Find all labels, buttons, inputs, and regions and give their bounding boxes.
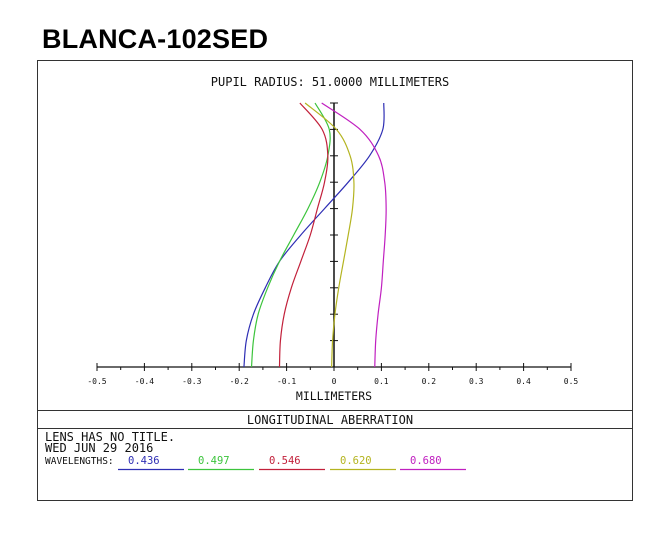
page-title: BLANCA-102SED: [42, 24, 269, 54]
series-line-0.497: [250, 102, 331, 368]
plot-name: LONGITUDINAL ABERRATION: [247, 413, 413, 427]
date: WED JUN 29 2016: [45, 441, 153, 455]
chart-title: PUPIL RADIUS: 51.0000 MILLIMETERS: [211, 75, 449, 89]
series-line-0.620: [304, 102, 355, 368]
series-line-0.436: [243, 102, 385, 368]
x-tick-label: -0.4: [135, 377, 154, 386]
legend-label: 0.436: [128, 455, 160, 467]
lens-title: LENS HAS NO TITLE.: [45, 430, 175, 444]
x-tick-label: -0.5: [87, 377, 106, 386]
legend-label: 0.680: [410, 455, 442, 467]
legend-label: 0.546: [269, 455, 301, 467]
x-tick-label: 0.2: [422, 377, 437, 386]
wavelengths-label: WAVELENGTHS:: [45, 456, 114, 467]
x-tick-label: 0: [332, 377, 337, 386]
legend-label: 0.497: [198, 455, 230, 467]
x-tick-label: 0.3: [469, 377, 484, 386]
series-line-0.546: [278, 102, 329, 368]
x-tick-label: -0.3: [182, 377, 201, 386]
x-tick-label: 0.4: [516, 377, 531, 386]
x-tick-label: 0.5: [564, 377, 579, 386]
legend-label: 0.620: [340, 455, 372, 467]
x-tick-label: -0.1: [277, 377, 296, 386]
series-line-0.680: [321, 102, 387, 368]
x-tick-label: 0.1: [374, 377, 389, 386]
x-axis-label: MILLIMETERS: [296, 389, 372, 403]
x-tick-label: -0.2: [230, 377, 249, 386]
plot-frame: [37, 60, 633, 501]
